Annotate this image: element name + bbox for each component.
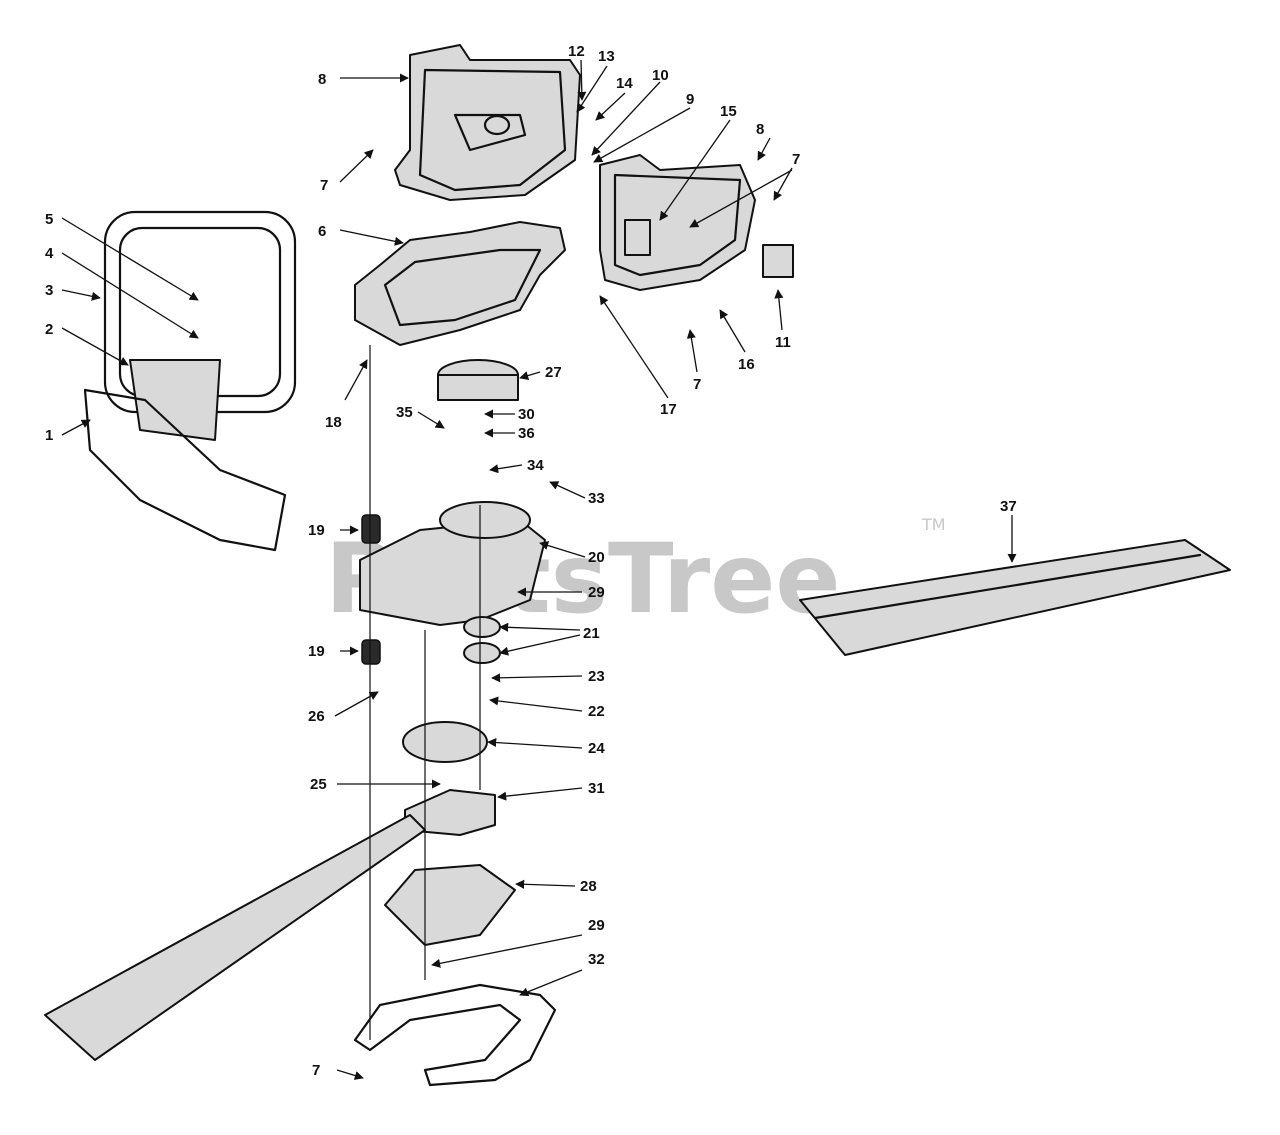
callout-19-lower: 19 — [308, 643, 325, 660]
watermark-trademark: TM — [921, 515, 946, 534]
callout-36: 36 — [518, 425, 535, 442]
callout-22: 22 — [588, 703, 605, 720]
callout-6: 6 — [318, 223, 326, 240]
callout-8-left: 8 — [318, 71, 326, 88]
bottom-handle — [353, 983, 557, 1087]
blade-bar-ridge — [813, 553, 1202, 620]
callout-labels: 8 7 6 5 4 3 2 1 18 35 27 30 36 34 33 20 … — [45, 43, 1017, 1079]
callout-35: 35 — [396, 404, 413, 421]
callout-7-middle: 7 — [693, 376, 701, 393]
callout-30: 30 — [518, 406, 535, 423]
callout-2: 2 — [45, 321, 53, 338]
callout-27: 27 — [545, 364, 562, 381]
handle-housing-left — [394, 44, 581, 201]
callout-8-right: 8 — [756, 121, 764, 138]
callout-17: 17 — [660, 401, 677, 418]
handle-frame-inner — [383, 248, 542, 327]
bearing-upper — [463, 616, 501, 638]
callout-32: 32 — [588, 951, 605, 968]
callout-29-upper: 29 — [588, 584, 605, 601]
callout-7-right: 7 — [792, 151, 800, 168]
spring-lower — [361, 639, 381, 665]
bearing-lower — [463, 642, 501, 664]
switch-part — [762, 244, 794, 278]
callout-19-upper: 19 — [308, 522, 325, 539]
callout-33: 33 — [588, 490, 605, 507]
callout-5: 5 — [45, 211, 53, 228]
callout-12: 12 — [568, 43, 585, 60]
leader-lines — [61, 59, 1017, 1080]
callout-34: 34 — [527, 457, 544, 474]
spring-upper — [361, 514, 381, 544]
front-handle — [103, 210, 297, 441]
callout-7-top: 7 — [320, 177, 328, 194]
callout-16: 16 — [738, 356, 755, 373]
blade-guard — [83, 388, 287, 552]
handle-frame — [354, 221, 566, 346]
callout-3: 3 — [45, 282, 53, 299]
callout-13: 13 — [598, 48, 615, 65]
callout-21: 21 — [583, 625, 600, 642]
callout-20: 20 — [588, 549, 605, 566]
gear-case-top — [439, 501, 531, 539]
callout-18: 18 — [325, 414, 342, 431]
callout-4: 4 — [45, 245, 54, 262]
callout-31: 31 — [588, 780, 605, 797]
callout-7-bottom: 7 — [312, 1062, 320, 1079]
callout-1: 1 — [45, 427, 53, 444]
drive-gear — [402, 721, 488, 763]
cap-part-body — [437, 374, 519, 401]
blade-bar — [799, 539, 1231, 656]
callout-9: 9 — [686, 91, 694, 108]
callout-28: 28 — [580, 878, 597, 895]
callout-23: 23 — [588, 668, 605, 685]
callout-11: 11 — [775, 334, 791, 351]
callout-14: 14 — [616, 75, 633, 92]
callout-10: 10 — [652, 67, 669, 84]
base-plate — [384, 864, 516, 946]
callout-37: 37 — [1000, 498, 1017, 515]
callout-29-lower: 29 — [588, 917, 605, 934]
handle-housing-right — [599, 154, 756, 291]
callout-15: 15 — [720, 103, 737, 120]
callout-26: 26 — [308, 708, 325, 725]
callout-24: 24 — [588, 740, 605, 757]
callout-25: 25 — [310, 776, 327, 793]
